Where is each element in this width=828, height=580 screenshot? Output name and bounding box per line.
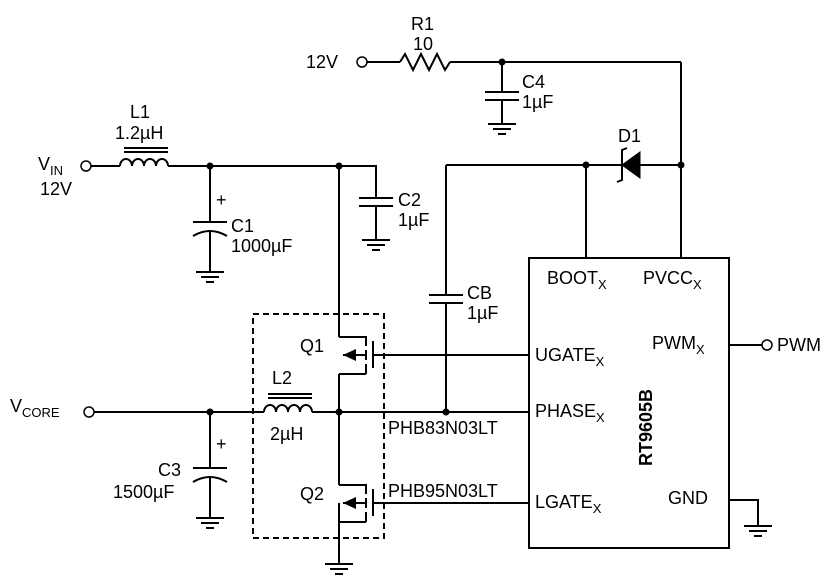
cb-value: 1µF [467,303,498,323]
c4-name: C4 [522,72,545,92]
l2-value: 2µH [270,424,303,444]
ground-icon [744,525,772,537]
r1-resistor [399,51,451,73]
q1-name: Q1 [300,336,324,356]
d1-diode [621,151,641,179]
l1-inductor [119,158,169,167]
c3-name: C3 [158,460,181,480]
mosfet-package-outline [252,313,385,539]
boot-section: D1 CB 1µF [429,126,681,416]
pin-gnd: GND [668,488,708,508]
c3-plate-bottom [192,476,228,483]
c1-name: C1 [231,216,254,236]
vcore-label: VCORE [10,396,60,420]
ic-body [528,257,730,549]
pwm-output-terminal [761,339,773,351]
ground-icon [362,239,390,251]
vin-terminal [80,160,92,172]
c3-value: 1500µF [113,482,174,502]
ground-icon [196,271,224,283]
c1-plate-bottom [192,230,228,237]
pvcc-supply-section: 12V R1 10 C4 1µF [306,14,685,258]
cb-name: CB [467,283,492,303]
ground-icon [325,563,353,575]
l2-inductor [263,404,313,413]
pin-ugate: UGATEX [535,345,605,369]
vcore-terminal [83,406,95,418]
d1-name: D1 [618,126,641,146]
pvcc-input-terminal [356,56,368,68]
l1-value: 1.2µH [115,123,163,143]
c1-value: 1000µF [231,236,292,256]
pvcc-input-label: 12V [306,52,338,72]
vin-value: 12V [40,179,72,199]
pin-pwm: PWMX [652,333,705,357]
c3-polarity: + [216,434,227,454]
r1-name: R1 [411,14,434,34]
c4-value: 1µF [522,92,553,112]
c2-name: C2 [398,190,421,210]
c1-polarity: + [216,190,227,210]
l2-name: L2 [272,368,292,388]
r1-value: 10 [413,34,433,54]
ic-name: RT9605B [636,389,656,466]
vin-label: VIN [38,154,63,178]
vin-section: VIN 12V L1 1.2µH + C1 1000µF C2 1µF [38,102,429,337]
q2-name: Q2 [300,484,324,504]
c2-value: 1µF [398,210,429,230]
vcore-section: VCORE L2 2µH + C3 1500µF [10,368,529,529]
ic-rt9605b: RT9605B BOOTX PVCCX UGATEX PWMX PHASEX L… [528,257,821,549]
l1-name: L1 [130,102,150,122]
ground-icon [196,517,224,529]
q2-part: PHB95N03LT [388,481,498,501]
q1-mosfet: Q1 PHB83N03LT [300,336,529,438]
ground-icon [488,123,516,135]
pin-boot: BOOTX [547,268,607,292]
pwm-output-label: PWM [777,335,821,355]
pin-pvcc: PVCCX [643,268,702,292]
pin-lgate: LGATEX [535,492,602,516]
pin-phase: PHASEX [535,401,605,425]
q1-part: PHB83N03LT [388,418,498,438]
q2-mosfet: Q2 PHB95N03LT [300,412,529,575]
